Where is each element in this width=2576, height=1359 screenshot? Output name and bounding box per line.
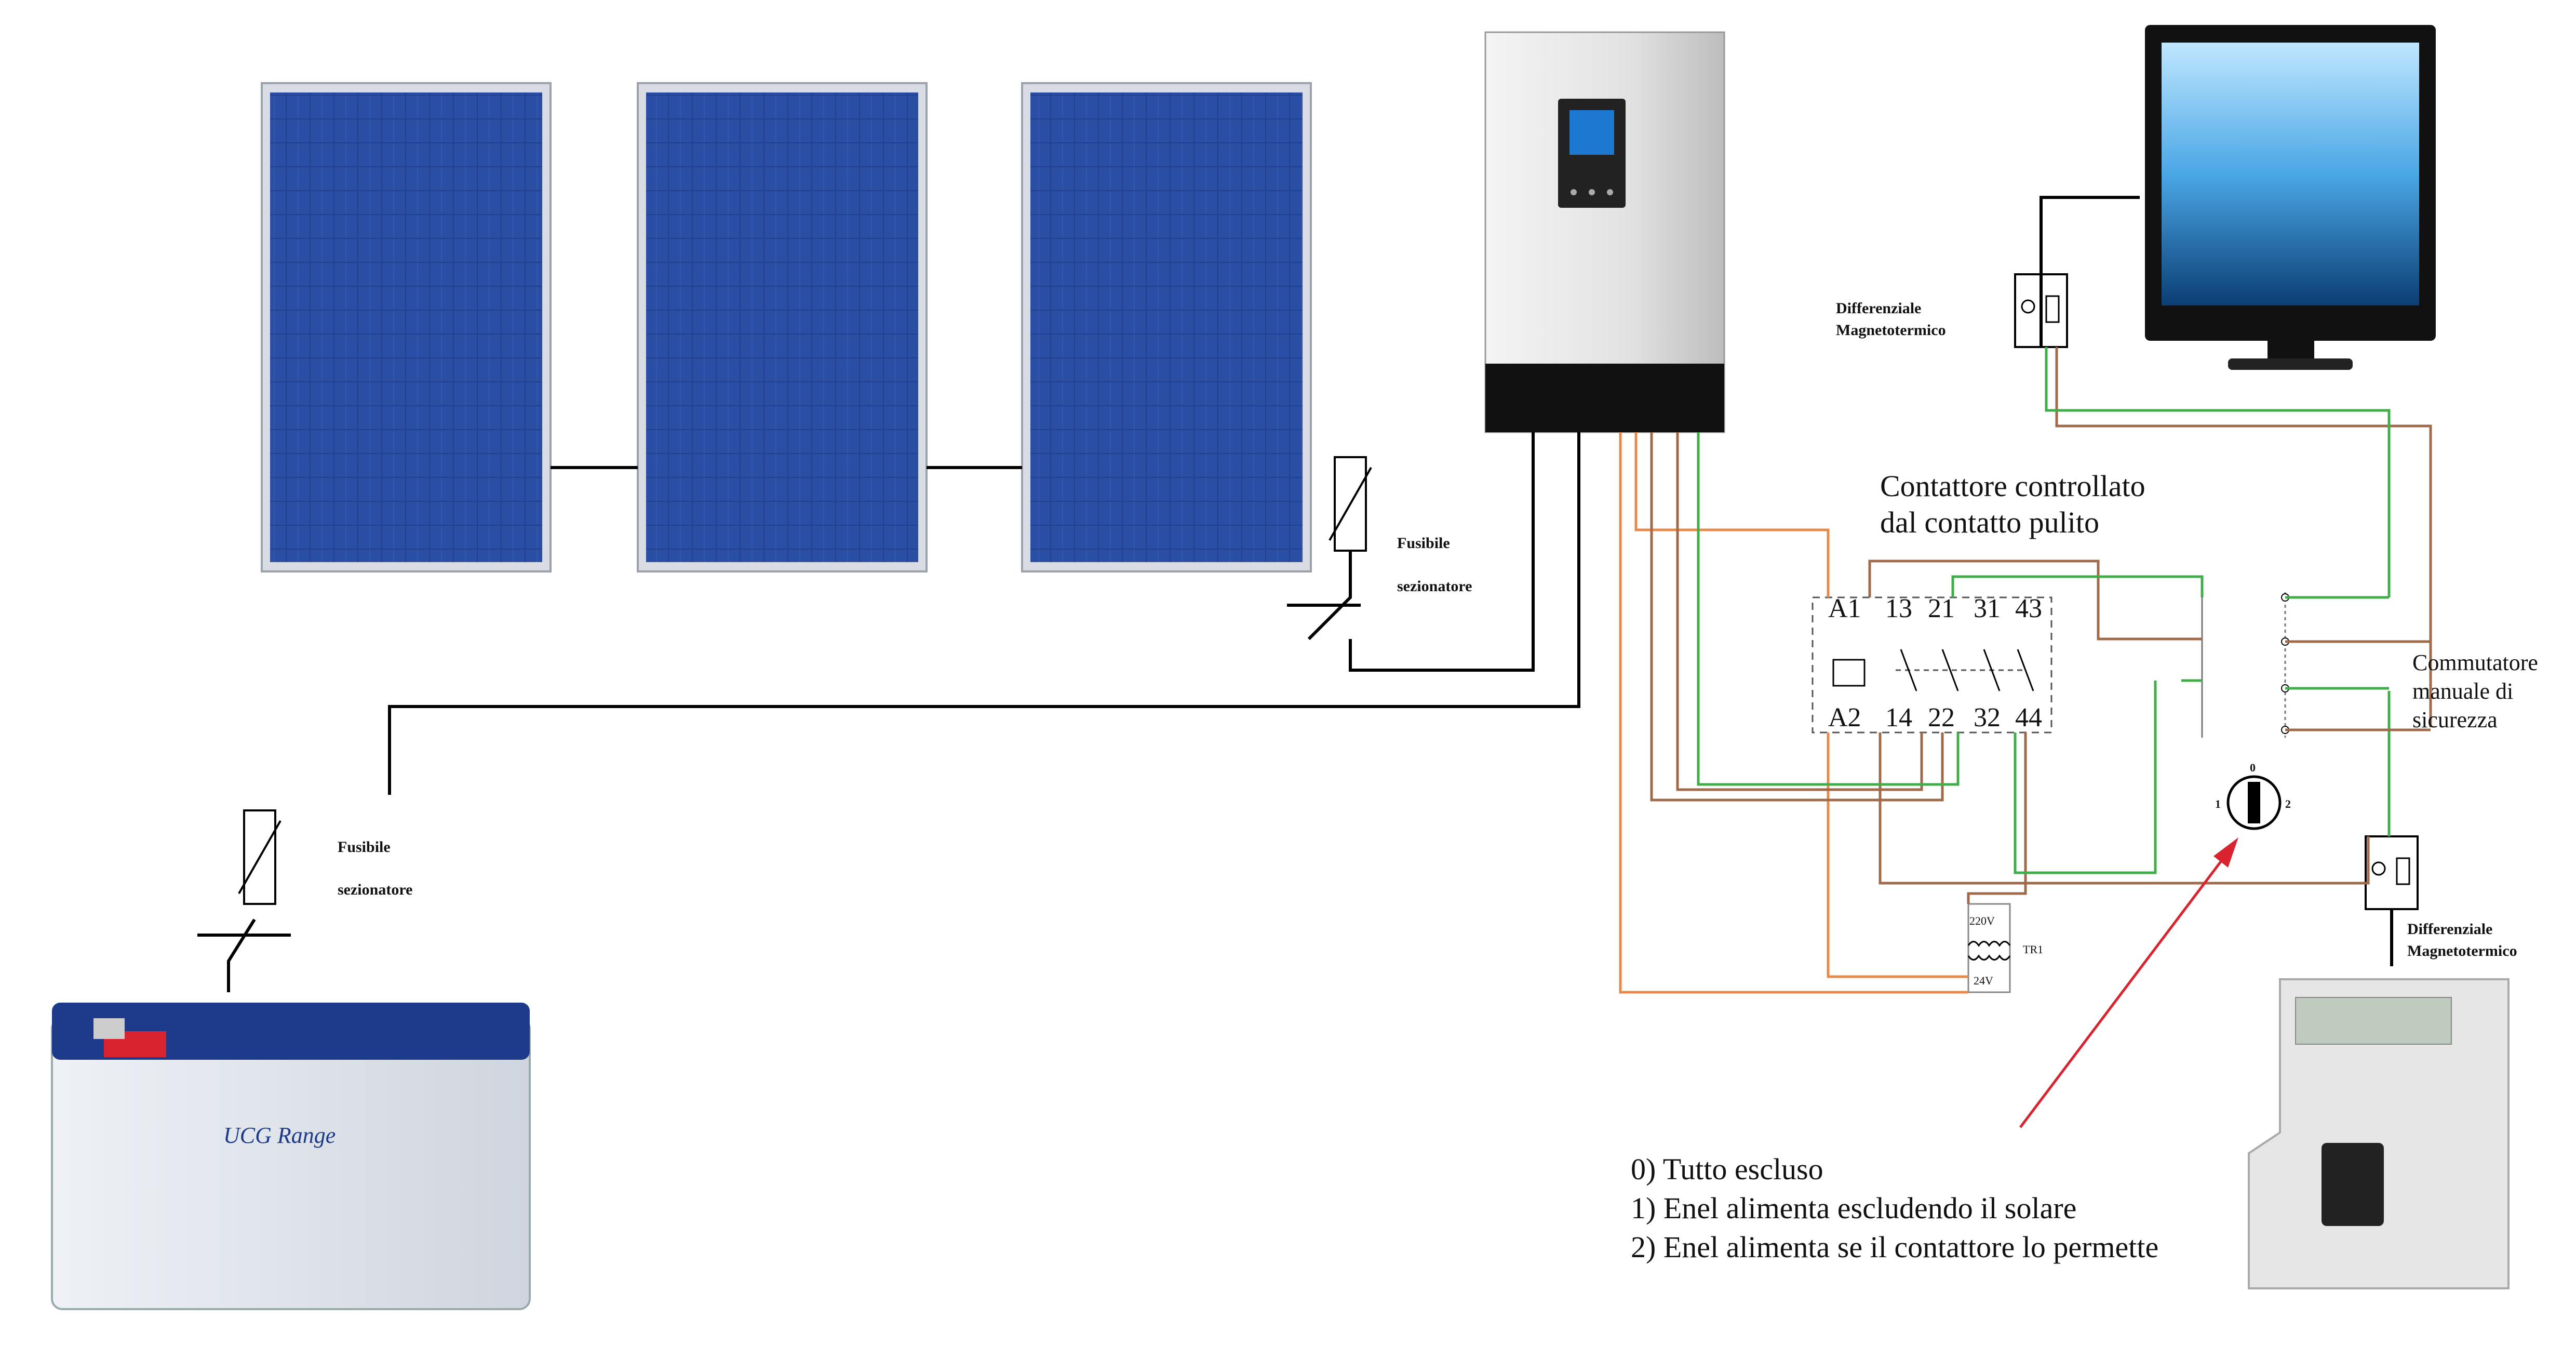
- diff-top-label-2: Magnetotermico: [1836, 322, 1946, 339]
- wire-tv: [2040, 196, 2140, 347]
- fuse-top: [1329, 456, 1372, 552]
- transformer: 220V 24V TR1: [1967, 903, 2043, 993]
- fuse-bottom-lever: [227, 918, 256, 992]
- contactor-title-1: Contattore controllato: [1880, 469, 2145, 503]
- fuse-bottom-label-2: sezionatore: [338, 881, 412, 898]
- terminal-14: 14: [1885, 703, 1912, 732]
- fuse-top-lever: [1307, 551, 1352, 641]
- contactor-terminals-bottom: A2 14 22 32 44: [1828, 703, 2042, 732]
- fuse-bottom: [238, 809, 281, 905]
- manual-switch-label-2: manuale di: [2412, 678, 2513, 704]
- transformer-name: TR1: [2023, 943, 2043, 956]
- fuse-bottom-label-1: Fusibile: [338, 838, 391, 856]
- diff-bottom-label-2: Magnetotermico: [2407, 942, 2517, 960]
- ac-wiring: [1619, 347, 2432, 994]
- terminal-22: 22: [1928, 703, 1955, 732]
- solar-panel-3: [1021, 82, 1312, 572]
- selector-knob: 0 1 2: [2215, 761, 2291, 830]
- terminal-13: 13: [1885, 594, 1912, 623]
- manual-switch-terminals: [2201, 592, 2289, 738]
- contactor-terminals-top: A1 13 21 31 43: [1828, 594, 2042, 623]
- television: [2145, 25, 2436, 370]
- red-arrow: [2019, 837, 2238, 1128]
- inverter: [1484, 31, 1725, 433]
- wire-battery-inverter: [388, 432, 1580, 795]
- differential-switch-bottom: [2365, 835, 2419, 910]
- terminal-44: 44: [2015, 703, 2042, 732]
- solar-panel-1: [261, 82, 552, 572]
- legend: 0) Tutto escluso 1) Enel alimenta esclud…: [1631, 1152, 2158, 1264]
- fuse-top-label-1: Fusibile: [1397, 535, 1450, 552]
- contactor-title-2: dal contatto pulito: [1880, 505, 2099, 539]
- manual-switch-label-3: sicurezza: [2412, 707, 2498, 732]
- selector-label-1: 1: [2215, 797, 2221, 810]
- diff-top-label-1: Differenziale: [1836, 300, 1921, 317]
- terminal-31: 31: [1974, 594, 2001, 623]
- manual-switch-label-1: Commutatore: [2412, 650, 2538, 675]
- legend-item-2: 2) Enel alimenta se il contattore lo per…: [1631, 1230, 2158, 1264]
- solar-panel-2: [637, 82, 928, 572]
- terminal-21: 21: [1928, 594, 1955, 623]
- legend-item-0: 0) Tutto escluso: [1631, 1152, 1823, 1186]
- contactor: [1812, 596, 2052, 734]
- selector-label-0: 0: [2250, 761, 2256, 774]
- wire-panel-fuse: [1349, 432, 1535, 672]
- fuse-top-label-2: sezionatore: [1397, 578, 1472, 595]
- terminal-32: 32: [1974, 703, 2001, 732]
- energy-meter: [2248, 978, 2510, 1289]
- transformer-secondary-voltage: 24V: [1974, 974, 1993, 987]
- transformer-primary-voltage: 220V: [1969, 914, 1995, 927]
- terminal-43: 43: [2015, 594, 2042, 623]
- legend-item-1: 1) Enel alimenta escludendo il solare: [1631, 1191, 2076, 1225]
- diff-bottom-label-1: Differenziale: [2407, 921, 2492, 938]
- battery: UCG Range: [51, 1003, 531, 1310]
- battery-brand: UCG Range: [223, 1123, 336, 1148]
- terminal-a1: A1: [1828, 594, 1861, 623]
- terminal-a2: A2: [1828, 703, 1861, 732]
- selector-label-2: 2: [2285, 797, 2291, 810]
